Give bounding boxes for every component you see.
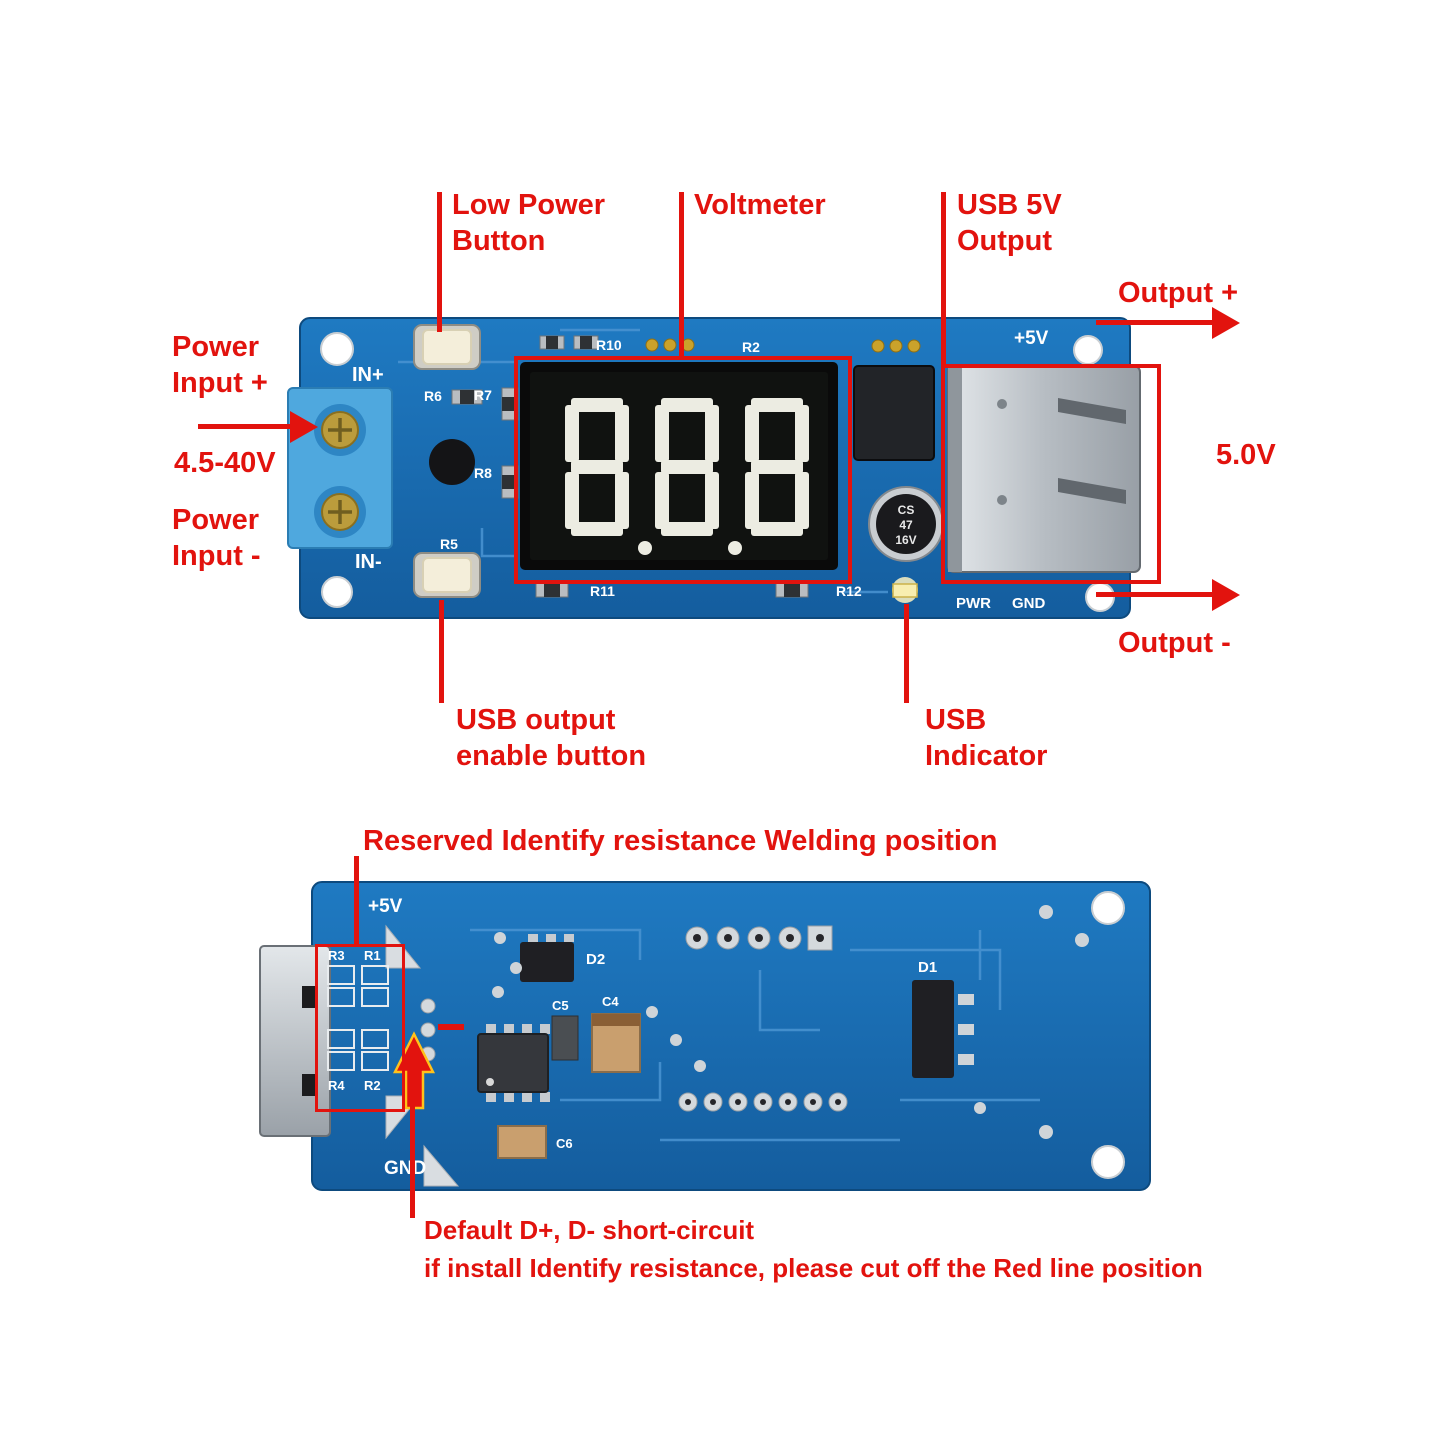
highlight-box-identify-pads — [315, 944, 405, 1112]
silkscreen-plus5v-bottom: +5V — [368, 896, 403, 917]
silkscreen-gnd: GND — [1012, 595, 1046, 612]
label-power-input-plus: Power Input + — [172, 331, 268, 399]
usb-indicator-led — [892, 577, 918, 603]
cap-marking-line3: 16V — [895, 533, 916, 547]
usb-enable-push-button — [413, 552, 481, 598]
label-usb-5v-output: USB 5V Output — [957, 189, 1062, 257]
through-hole-pads — [678, 925, 848, 1112]
silkscreen-d1: D1 — [918, 959, 937, 976]
pcb-top-view: IN+ IN- — [287, 317, 1141, 619]
mounting-hole — [321, 576, 353, 608]
label-output-voltage: 5.0V — [1216, 439, 1276, 471]
silkscreen-r10: R10 — [596, 337, 622, 353]
cap-c6 — [497, 1125, 547, 1159]
silkscreen-pwr: PWR — [956, 595, 991, 612]
highlight-box-usb-output — [941, 364, 1161, 584]
label-low-power-button: Low Power Button — [452, 189, 606, 257]
pcb-traces — [470, 928, 1040, 1142]
callout-line-usb-indicator — [904, 604, 909, 703]
silkscreen-r8: R8 — [474, 465, 492, 481]
seven-segment-display: 888 — [520, 362, 838, 570]
mounting-hole — [1085, 582, 1115, 612]
inductor — [853, 365, 935, 461]
silkscreen-r6: R6 — [424, 388, 442, 404]
arrowhead-power-input — [290, 411, 318, 443]
diode-d1 — [912, 980, 974, 1078]
electrolytic-capacitor: CS 47 16V — [868, 486, 944, 562]
mounting-hole — [1091, 1145, 1125, 1179]
label-cut-off-note: if install Identify resistance, please c… — [424, 1253, 1203, 1283]
mounting-hole — [1091, 891, 1125, 925]
arrowhead-output-minus — [1212, 579, 1240, 611]
label-voltmeter: Voltmeter — [694, 189, 826, 221]
label-input-voltage-range: 4.5-40V — [174, 447, 276, 479]
vias — [492, 905, 1089, 1139]
transistor — [429, 439, 475, 485]
silkscreen-r7: R7 — [474, 387, 492, 403]
label-output-minus: Output - — [1118, 627, 1231, 659]
callout-line-reserved-identify — [354, 856, 359, 946]
highlight-box-voltmeter — [514, 356, 852, 584]
silkscreen-c4: C4 — [602, 994, 619, 1009]
arrow-line-power-input — [198, 424, 290, 429]
mounting-hole — [320, 332, 354, 366]
silkscreen-r3: R3 — [328, 948, 345, 963]
silkscreen-r2: R2 — [742, 339, 760, 355]
label-power-input-minus: Power Input - — [172, 504, 261, 572]
arrowhead-output-plus — [1212, 307, 1240, 339]
silkscreen-c6: C6 — [556, 1136, 573, 1151]
diode-d2 — [520, 934, 574, 982]
low-power-push-button — [413, 324, 481, 370]
silkscreen-r4: R4 — [328, 1078, 345, 1093]
callout-line-usb-5v-output — [941, 192, 946, 364]
silkscreen-in-minus: IN- — [355, 551, 382, 573]
silkscreen-r5: R5 — [440, 536, 458, 552]
silkscreen-in-plus: IN+ — [352, 364, 384, 386]
label-reserved-identify: Reserved Identify resistance Welding pos… — [363, 825, 998, 857]
label-usb-output-enable: USB output enable button — [456, 704, 647, 772]
label-output-plus: Output + — [1118, 277, 1239, 309]
callout-line-voltmeter — [679, 192, 684, 356]
silkscreen-r12: R12 — [836, 583, 862, 599]
soic8-chip — [477, 1024, 550, 1102]
callout-line-usb-enable — [439, 600, 444, 703]
callout-line-low-power-button — [437, 192, 442, 332]
arrow-line-output-plus — [1096, 320, 1212, 325]
usb-connector-bottom — [259, 945, 331, 1137]
red-short-circuit-line — [438, 1024, 464, 1030]
cap-c4 — [591, 1013, 641, 1073]
mounting-hole — [1073, 335, 1103, 365]
callout-line-short-circuit — [410, 1106, 415, 1218]
arrow-line-output-minus — [1096, 592, 1212, 597]
silkscreen-gnd-bottom: GND — [384, 1158, 426, 1179]
silkscreen-d2: D2 — [586, 951, 605, 968]
silkscreen-plus5v: +5V — [1014, 328, 1049, 349]
label-default-short-circuit: Default D+, D- short-circuit — [424, 1215, 755, 1245]
cap-marking-line2: 47 — [899, 518, 913, 532]
silkscreen-c5: C5 — [552, 998, 569, 1013]
silkscreen-r1: R1 — [364, 948, 381, 963]
silkscreen-r2: R2 — [364, 1078, 381, 1093]
identify-resistor-pads: R3 R1 R4 R2 — [327, 948, 389, 1093]
cap-c5 — [551, 1015, 579, 1061]
cap-marking-line1: CS — [898, 503, 915, 517]
silkscreen-r11: R11 — [590, 583, 615, 599]
label-usb-indicator: USB Indicator — [925, 704, 1048, 772]
gold-pads — [645, 338, 921, 353]
